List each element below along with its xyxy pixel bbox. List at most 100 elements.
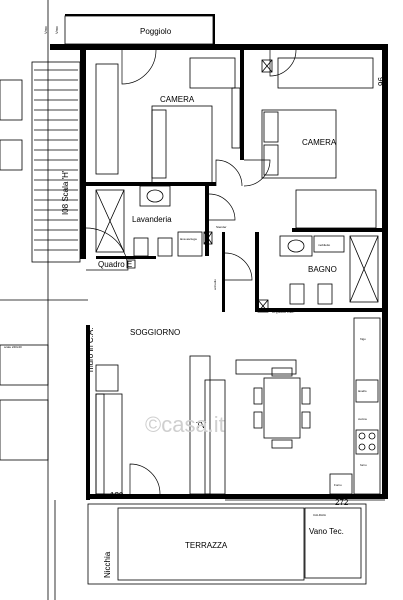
kitchen-counter — [353, 317, 381, 495]
sink-lav — [139, 185, 171, 207]
wall-poggiolo-right — [213, 14, 215, 48]
chair-5 — [301, 387, 311, 405]
wall-bagno-left — [255, 232, 259, 312]
shaft-lav — [203, 231, 213, 245]
bench — [235, 359, 297, 375]
dining-table — [263, 377, 301, 439]
mobiletto-box — [313, 235, 345, 253]
wall-lav-right — [205, 186, 209, 256]
room-nicchia: Nicchia — [103, 551, 112, 578]
sofa — [95, 393, 123, 495]
terrazza-inner — [117, 507, 305, 581]
label-muro: muro in C.A. — [86, 328, 95, 372]
terrazza-outer — [87, 503, 367, 585]
door-entrance — [85, 227, 129, 271]
wall-north — [50, 44, 385, 50]
label-quadro: Quadro E — [98, 260, 132, 269]
room-bagno: BAGNO — [308, 265, 337, 274]
hob-ring-1 — [358, 432, 366, 440]
label-quota-stair: scale 240x40 — [4, 345, 22, 349]
label-mobiletto: mobiletto — [318, 243, 331, 247]
label-forno-mw: forno — [360, 463, 367, 467]
door-bagno — [224, 252, 253, 281]
quadro-box — [126, 259, 136, 269]
room-soggiorno: SOGGIORNO — [130, 328, 180, 337]
watermark: ©casa.it — [145, 412, 225, 437]
door-camera1-lower — [215, 159, 243, 187]
shower-lav-x2 — [95, 189, 125, 253]
hob — [355, 429, 379, 455]
shelf-camera1 — [231, 87, 241, 149]
door-camera2 — [243, 159, 271, 187]
thin-lines — [0, 0, 385, 600]
wc-lav — [133, 237, 149, 257]
washer-lav — [177, 231, 203, 257]
wall-poggiolo-top — [65, 14, 215, 16]
door-terrazza — [129, 463, 161, 495]
armchair — [95, 364, 119, 392]
label-scala: I08 Scala 'H' — [61, 170, 70, 215]
room-camera-2: CAMERA — [302, 138, 337, 147]
walls — [50, 14, 388, 500]
wall-west-lower — [86, 325, 90, 500]
sink-lav-basin — [146, 189, 164, 203]
wardrobe-camera1 — [95, 63, 119, 175]
wall-west-upper — [80, 44, 86, 259]
dimension-96: 96 — [377, 77, 386, 86]
forno-box — [329, 473, 353, 495]
label-vmc-2: Vmc — [54, 26, 59, 34]
bed-camera2 — [261, 109, 337, 179]
label-lavello: lavello — [358, 389, 367, 393]
tv-unit — [189, 355, 211, 495]
chair-4 — [253, 411, 263, 429]
door-camera1 — [121, 49, 157, 85]
markers — [126, 59, 273, 313]
wall-east — [382, 44, 388, 499]
door-lavanderia — [208, 193, 236, 221]
room-camera-1: CAMERA — [160, 95, 195, 104]
room-poggiolo: Poggiolo — [140, 27, 172, 36]
bed-camera1 — [151, 105, 213, 185]
chair-3 — [253, 387, 263, 405]
label-tv: TV — [196, 421, 207, 430]
left-fixture-3 — [0, 344, 49, 386]
hob-ring-4 — [368, 443, 376, 451]
sink-bagno-basin — [287, 239, 305, 253]
wall-camera1-bottom — [86, 182, 216, 186]
door-poggiolo — [269, 49, 297, 77]
door-swings — [85, 49, 297, 495]
shaft-bagno — [257, 299, 269, 313]
left-fixture-2 — [0, 139, 23, 171]
dimension-272: 272 — [335, 498, 349, 507]
sink-bagno — [279, 235, 313, 257]
wardrobe-camera2-top — [277, 57, 374, 89]
label-cucina: cucina — [358, 417, 367, 421]
dimension-120: 120 — [110, 491, 124, 500]
left-fixture-1 — [0, 79, 23, 121]
wardrobe-camera2-bottom — [295, 189, 377, 229]
stair-treads — [34, 69, 78, 251]
shower-bagno — [349, 235, 379, 303]
label-lava-asciuga: lava asciuga — [180, 237, 197, 241]
hob-ring-2 — [368, 432, 376, 440]
wall-south — [88, 494, 388, 499]
kitchen-sink — [355, 379, 379, 403]
chair-2 — [271, 439, 293, 449]
wall-bagno-bottom — [255, 308, 382, 312]
left-fixture-4 — [0, 399, 49, 461]
room-terrazza: TERRAZZA — [185, 541, 228, 550]
label-armadio: armadio — [213, 279, 217, 290]
shaft-camera — [261, 59, 273, 73]
wc-bagno — [289, 283, 305, 305]
wall-camera-split — [240, 50, 244, 160]
stair-box — [31, 61, 81, 263]
shower-lav — [95, 189, 125, 253]
chair-1 — [271, 367, 293, 377]
poggiolo-frame — [64, 15, 214, 45]
label-caldaia: CALDAIA — [313, 513, 326, 517]
chair-6 — [301, 411, 311, 429]
label-impianti: Impianti risc. — [272, 309, 294, 314]
pillow-camera1 — [151, 109, 167, 179]
wall-corridor-left — [222, 232, 225, 312]
